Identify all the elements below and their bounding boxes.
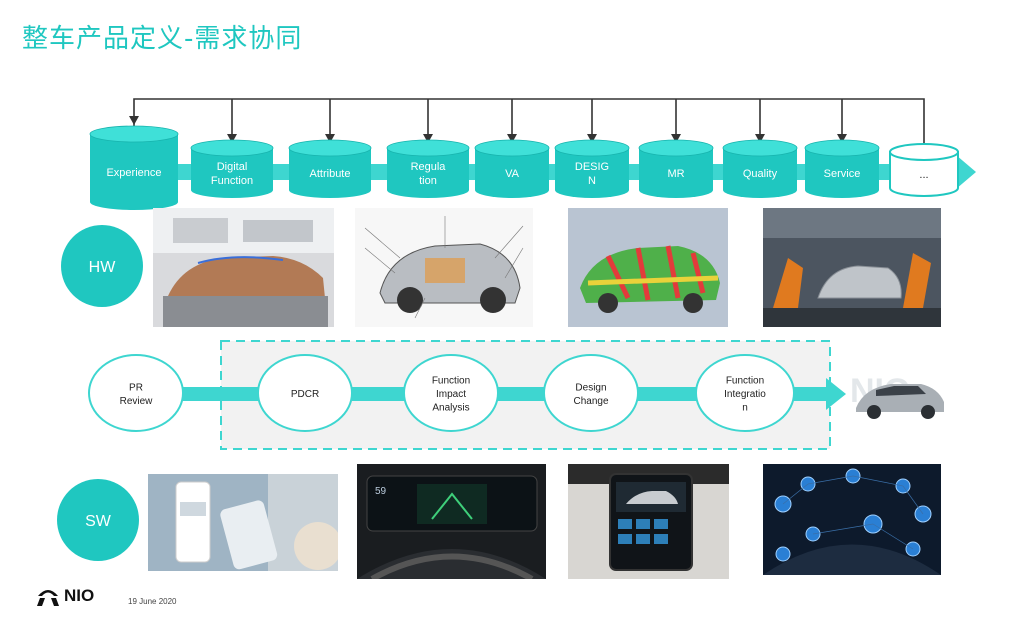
process-node-label: Review xyxy=(120,396,154,407)
footer-date: 19 June 2020 xyxy=(128,597,177,606)
sw-mobile-app-photo xyxy=(148,474,338,571)
stage-label: N xyxy=(588,175,596,187)
hw-circle: HW xyxy=(61,225,143,307)
hw-cae-analysis-photo xyxy=(568,208,728,327)
sw-connected-services-photo xyxy=(763,464,941,575)
process-node-label: Function xyxy=(432,376,470,387)
stage-cylinder: Attribute xyxy=(288,139,372,198)
svg-text:59: 59 xyxy=(375,486,387,497)
hw-assembly-line-photo xyxy=(763,208,941,327)
sw-label: SW xyxy=(85,513,112,530)
process-node-label: Change xyxy=(573,396,608,407)
stage-cylinder: Service xyxy=(804,139,880,198)
hw-cutaway-car-photo xyxy=(355,208,533,327)
stage-label: Attribute xyxy=(310,168,351,180)
page-title: 整车产品定义-需求协同 xyxy=(22,24,303,54)
stage-label: Experience xyxy=(106,167,161,179)
stage-cylinder: Quality xyxy=(722,139,798,198)
stage-cylinder: VA xyxy=(474,139,550,198)
process-node-label: PR xyxy=(129,382,143,393)
stage-cylinder: ... xyxy=(889,143,959,197)
stage-label: Service xyxy=(824,168,861,180)
hw-label: HW xyxy=(89,259,117,276)
sw-center-screen-photo xyxy=(568,464,729,579)
process-node-label: Function xyxy=(726,376,764,387)
stage-cylinder: Regula tion xyxy=(386,139,470,198)
process-node-label: Integratio xyxy=(724,389,766,400)
nio-logo-text: NIO xyxy=(64,586,95,605)
sw-circle: SW xyxy=(57,479,139,561)
hw-clay-model-photo xyxy=(153,208,334,327)
stage-label: VA xyxy=(505,168,520,180)
process-step-node: PDCR xyxy=(257,354,353,432)
nio-logo: NIO xyxy=(36,582,116,608)
process-node-label: PDCR xyxy=(291,389,319,400)
stage-cylinder: Experience xyxy=(89,125,179,210)
process-start-node: PR Review xyxy=(88,354,184,432)
process-node-label: n xyxy=(742,403,748,414)
sw-instrument-cluster-photo: 59 xyxy=(357,464,546,579)
feedback-connector xyxy=(133,98,925,145)
process-band-arrowhead xyxy=(826,378,846,410)
nio-logo-icon xyxy=(37,590,59,606)
stage-label: DESIG xyxy=(575,161,609,173)
stage-cylinder: DESIG N xyxy=(554,139,630,198)
process-node-label: Design xyxy=(575,382,606,393)
nio-car-image: NIO xyxy=(846,366,954,422)
process-node-label: Analysis xyxy=(432,403,469,414)
stage-label: Digital xyxy=(217,161,248,173)
stage-label: Quality xyxy=(743,168,778,180)
stage-label: ... xyxy=(919,169,928,181)
stage-cylinder: MR xyxy=(638,139,714,198)
stage-label: Regula xyxy=(411,161,447,173)
stage-label: MR xyxy=(667,168,684,180)
stage-band-arrowhead xyxy=(956,155,976,189)
stage-label: Function xyxy=(211,175,253,187)
stage-label: tion xyxy=(419,175,437,187)
process-node-label: Impact xyxy=(436,389,466,400)
